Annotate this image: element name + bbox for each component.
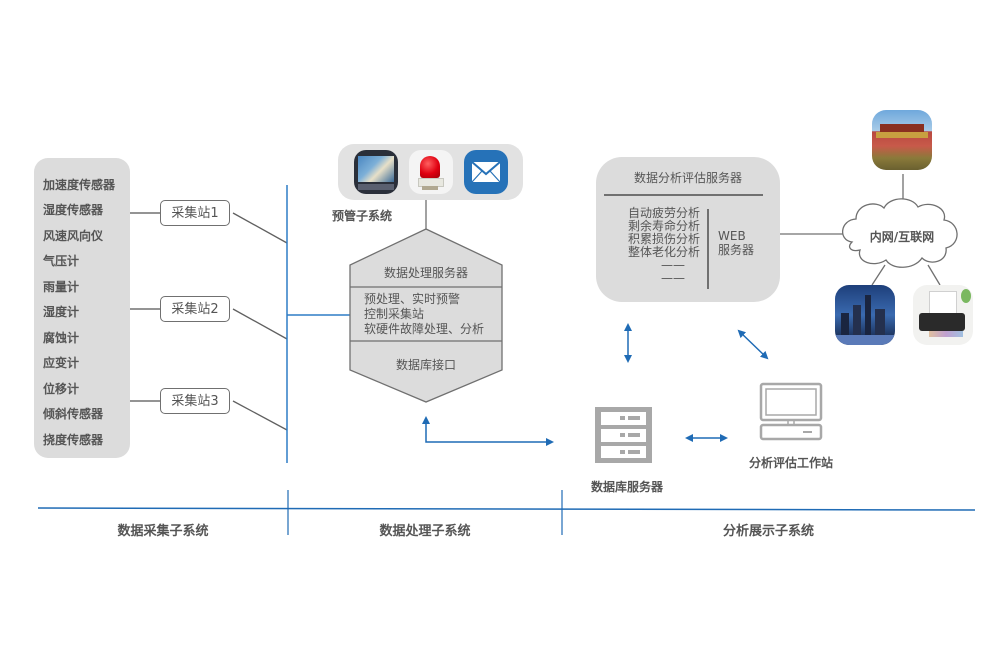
web-server-line: 服务器	[718, 243, 755, 257]
database-interface-label: 数据库接口	[395, 358, 456, 372]
sensor-item: 湿度计	[43, 305, 80, 319]
printer-photo	[913, 285, 973, 345]
analysis-function: 剩余寿命分析	[627, 219, 700, 233]
sensor-item: 挠度传感器	[43, 433, 104, 447]
subsystem-baseline	[37, 507, 976, 511]
network-cloud-label: 内网/互联网	[869, 230, 935, 244]
email-icon	[464, 150, 508, 194]
sensor-item: 加速度传感器	[43, 178, 116, 192]
analysis-functions: 自动疲劳分析 剩余寿命分析 积累损伤分析 整体老化分析 —— ——	[616, 207, 700, 285]
monitor-screen-icon	[354, 150, 398, 194]
processing-function: 控制采集站	[364, 307, 425, 321]
sensor-item: 位移计	[43, 382, 80, 396]
analysis-web-divider	[707, 209, 709, 289]
sensor-item: 风速风向仪	[43, 229, 104, 243]
web-server-line: WEB	[718, 229, 746, 243]
subsystem-label-analysis: 分析展示子系统	[722, 524, 814, 539]
workstation-label: 分析评估工作站	[749, 456, 834, 470]
red-siren-icon	[409, 150, 453, 194]
link-station3-bus	[232, 400, 288, 431]
sensor-item: 腐蚀计	[43, 331, 80, 345]
link-station2-bus	[232, 308, 288, 340]
web-server-label: WEB 服务器	[718, 229, 754, 257]
alert-subsystem-panel	[338, 144, 523, 200]
sensor-item: 应变计	[43, 356, 80, 370]
database-server-label: 数据库服务器	[591, 480, 664, 494]
analysis-server-box: 数据分析评估服务器 自动疲劳分析 剩余寿命分析 积累损伤分析 整体老化分析 ——…	[596, 157, 780, 302]
link-cloud-printer	[927, 264, 941, 286]
link-cloud-skyline	[871, 264, 886, 286]
sensor-item: 倾斜传感器	[43, 407, 104, 421]
analysis-title-divider	[604, 194, 763, 196]
city-skyline-photo	[835, 285, 895, 345]
sensor-item: 气压计	[43, 254, 80, 268]
subsystem-label-processing: 数据处理子系统	[379, 524, 471, 539]
analysis-function: ——	[661, 258, 685, 272]
sensor-list-panel: 加速度传感器 湿度传感器 风速风向仪 气压计 雨量计 湿度计 腐蚀计 应变计 位…	[34, 158, 130, 458]
subsystem-label-collection: 数据采集子系统	[117, 524, 209, 539]
sensor-item: 雨量计	[43, 280, 80, 294]
link-station1-bus	[232, 212, 288, 244]
collection-station-3: 采集站3	[160, 388, 230, 414]
database-server-icon	[595, 407, 652, 463]
analysis-function: 积累损伤分析	[627, 232, 700, 246]
collection-station-2: 采集站2	[160, 296, 230, 322]
analysis-function: ——	[661, 271, 685, 285]
cloud-icon	[842, 198, 958, 268]
alert-subsystem-label: 预管子系统	[332, 209, 393, 223]
collection-station-1: 采集站1	[160, 200, 230, 226]
workstation-icon	[759, 382, 823, 441]
processing-server-title: 数据处理服务器	[383, 266, 468, 280]
processing-server-shape	[349, 228, 503, 403]
sensor-item: 湿度传感器	[43, 203, 104, 217]
processing-function: 预处理、实时预警	[364, 292, 461, 306]
analysis-function: 自动疲劳分析	[627, 206, 700, 220]
tiananmen-photo	[872, 110, 932, 170]
arrow-processing-database	[422, 416, 554, 446]
arrow-analysis-workstation	[737, 329, 769, 360]
processing-functions: 预处理、实时预警 控制采集站 软硬件故障处理、分析	[364, 292, 484, 337]
processing-function: 软硬件故障处理、分析	[364, 322, 485, 336]
analysis-function: 整体老化分析	[627, 245, 700, 259]
analysis-server-title: 数据分析评估服务器	[633, 171, 742, 185]
